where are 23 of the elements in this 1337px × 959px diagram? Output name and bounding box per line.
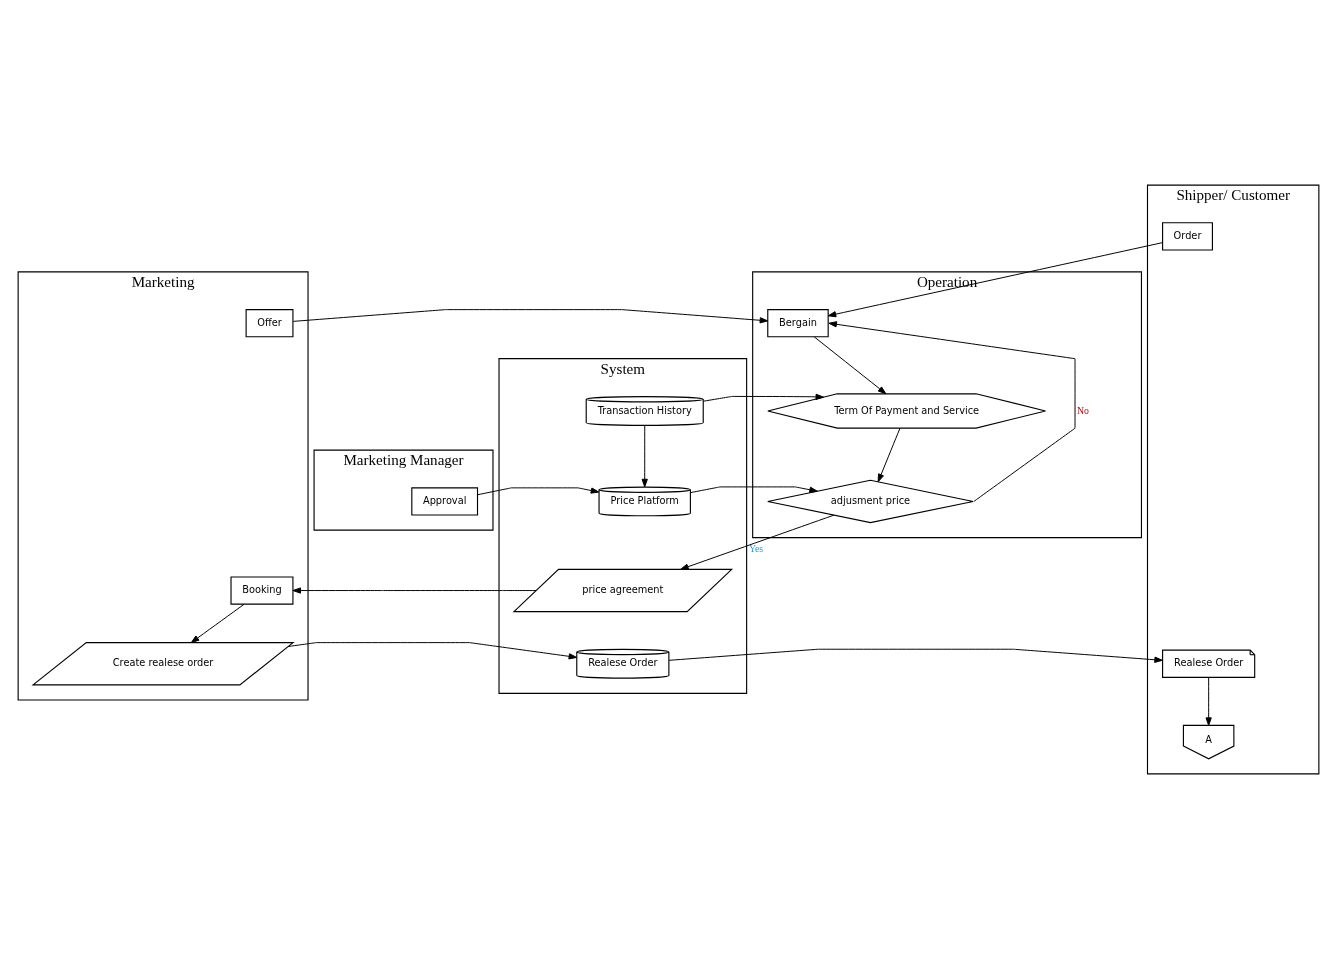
node-box: Order [1162,222,1213,251]
arrow [287,642,578,660]
node-box: Approval [411,487,479,516]
arrow [292,587,537,594]
node-diamond: adjusment price [767,479,974,524]
arrow [477,487,600,496]
arrow [680,514,835,570]
arrow [702,393,825,402]
edge-label: No [1076,404,1089,416]
arrow [292,309,769,324]
arrow [641,424,648,488]
node-box: Booking [230,576,294,605]
arrow [828,321,1076,502]
arrow [689,486,818,494]
arrow [827,242,1164,318]
arrow [1205,677,1212,726]
arrow [190,603,245,643]
arrow [877,427,901,483]
edge-label: Yes [748,542,764,554]
node-box: Bergain [767,309,829,338]
node-box: Offer [245,309,294,338]
arrow [668,648,1163,663]
arrow [813,336,887,395]
